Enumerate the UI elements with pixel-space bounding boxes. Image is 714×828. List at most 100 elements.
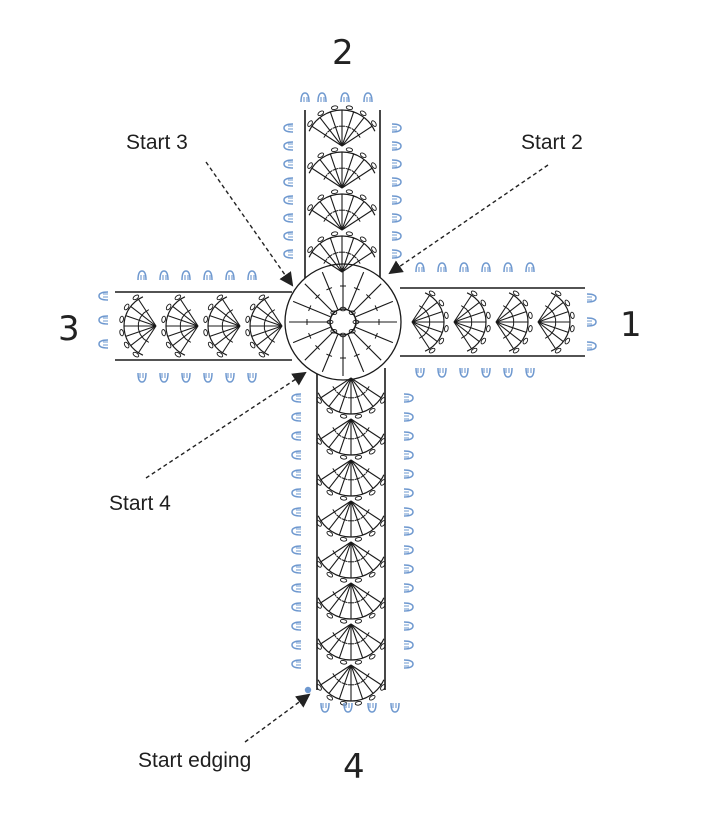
shell-motif	[316, 541, 386, 583]
picot	[403, 488, 414, 498]
picot	[320, 702, 330, 713]
leader-start-2	[388, 164, 549, 275]
picot	[291, 450, 302, 460]
picot	[403, 602, 414, 612]
picot	[391, 141, 402, 151]
picot	[363, 92, 373, 103]
label-start-3: Start 3	[126, 131, 188, 154]
picot	[291, 602, 302, 612]
picot	[403, 431, 414, 441]
center-ring-magic	[329, 308, 357, 336]
picot	[181, 270, 191, 281]
shell-motif	[316, 459, 386, 501]
picot	[415, 262, 425, 273]
picot	[291, 640, 302, 650]
picot	[437, 262, 447, 273]
picot	[283, 231, 294, 241]
shell-motif	[495, 290, 533, 354]
leader-start-3	[205, 161, 294, 287]
picot	[291, 564, 302, 574]
picot	[291, 469, 302, 479]
picot	[391, 123, 402, 133]
picot	[225, 270, 235, 281]
shell-motif	[307, 231, 377, 273]
picot	[391, 195, 402, 205]
picot	[340, 92, 350, 103]
picot	[403, 469, 414, 479]
picot	[283, 123, 294, 133]
start-edging-dot	[304, 686, 312, 694]
picot	[137, 270, 147, 281]
cross-outline	[115, 110, 585, 690]
arm-number-left: 3	[58, 309, 80, 349]
picot	[203, 372, 213, 383]
shell-motif	[119, 294, 157, 358]
shell-motif	[316, 664, 386, 706]
picot	[403, 507, 414, 517]
picot	[247, 372, 257, 383]
picot	[283, 213, 294, 223]
shell-motif	[307, 189, 377, 231]
arm-number-right: 1	[620, 305, 642, 345]
picot	[391, 213, 402, 223]
shell-motif	[307, 105, 377, 147]
picot	[403, 621, 414, 631]
picot	[503, 367, 513, 378]
picot	[437, 367, 447, 378]
picot	[283, 159, 294, 169]
picot	[283, 141, 294, 151]
picot	[391, 249, 402, 259]
picot	[367, 702, 377, 713]
label-start-4: Start 4	[109, 492, 171, 515]
picot	[225, 372, 235, 383]
picot	[291, 545, 302, 555]
edging-picots	[98, 92, 597, 713]
picot	[98, 315, 109, 325]
label-start-edging: Start edging	[138, 749, 252, 772]
label-start-2: Start 2	[521, 131, 583, 154]
picot	[481, 367, 491, 378]
picot	[391, 231, 402, 241]
picot	[137, 372, 147, 383]
picot	[390, 702, 400, 713]
picot	[459, 367, 469, 378]
picot	[403, 412, 414, 422]
shell-motif	[203, 294, 241, 358]
picot	[300, 92, 310, 103]
picot	[481, 262, 491, 273]
picot	[291, 583, 302, 593]
picot	[459, 262, 469, 273]
picot	[317, 92, 327, 103]
picot	[586, 293, 597, 303]
picot	[98, 339, 109, 349]
picot	[586, 341, 597, 351]
shell-motif	[307, 147, 377, 189]
picot	[403, 583, 414, 593]
picot	[159, 372, 169, 383]
picot	[283, 249, 294, 259]
picot	[291, 412, 302, 422]
picot	[203, 270, 213, 281]
picot	[283, 195, 294, 205]
picot	[159, 270, 169, 281]
picot	[291, 431, 302, 441]
leader-start-edging	[244, 693, 311, 743]
picot	[181, 372, 191, 383]
shell-motif	[316, 377, 386, 419]
picot	[525, 367, 535, 378]
picot	[98, 291, 109, 301]
picot	[291, 488, 302, 498]
picot	[391, 177, 402, 187]
picot	[291, 659, 302, 669]
picot	[525, 262, 535, 273]
left-arm-motifs	[119, 294, 283, 358]
shell-motif	[453, 290, 491, 354]
shell-motif	[411, 290, 449, 354]
picot	[291, 393, 302, 403]
leader-lines	[145, 161, 549, 743]
picot	[343, 702, 353, 713]
picot	[291, 507, 302, 517]
shell-motif	[316, 623, 386, 665]
center-motif	[284, 263, 402, 381]
